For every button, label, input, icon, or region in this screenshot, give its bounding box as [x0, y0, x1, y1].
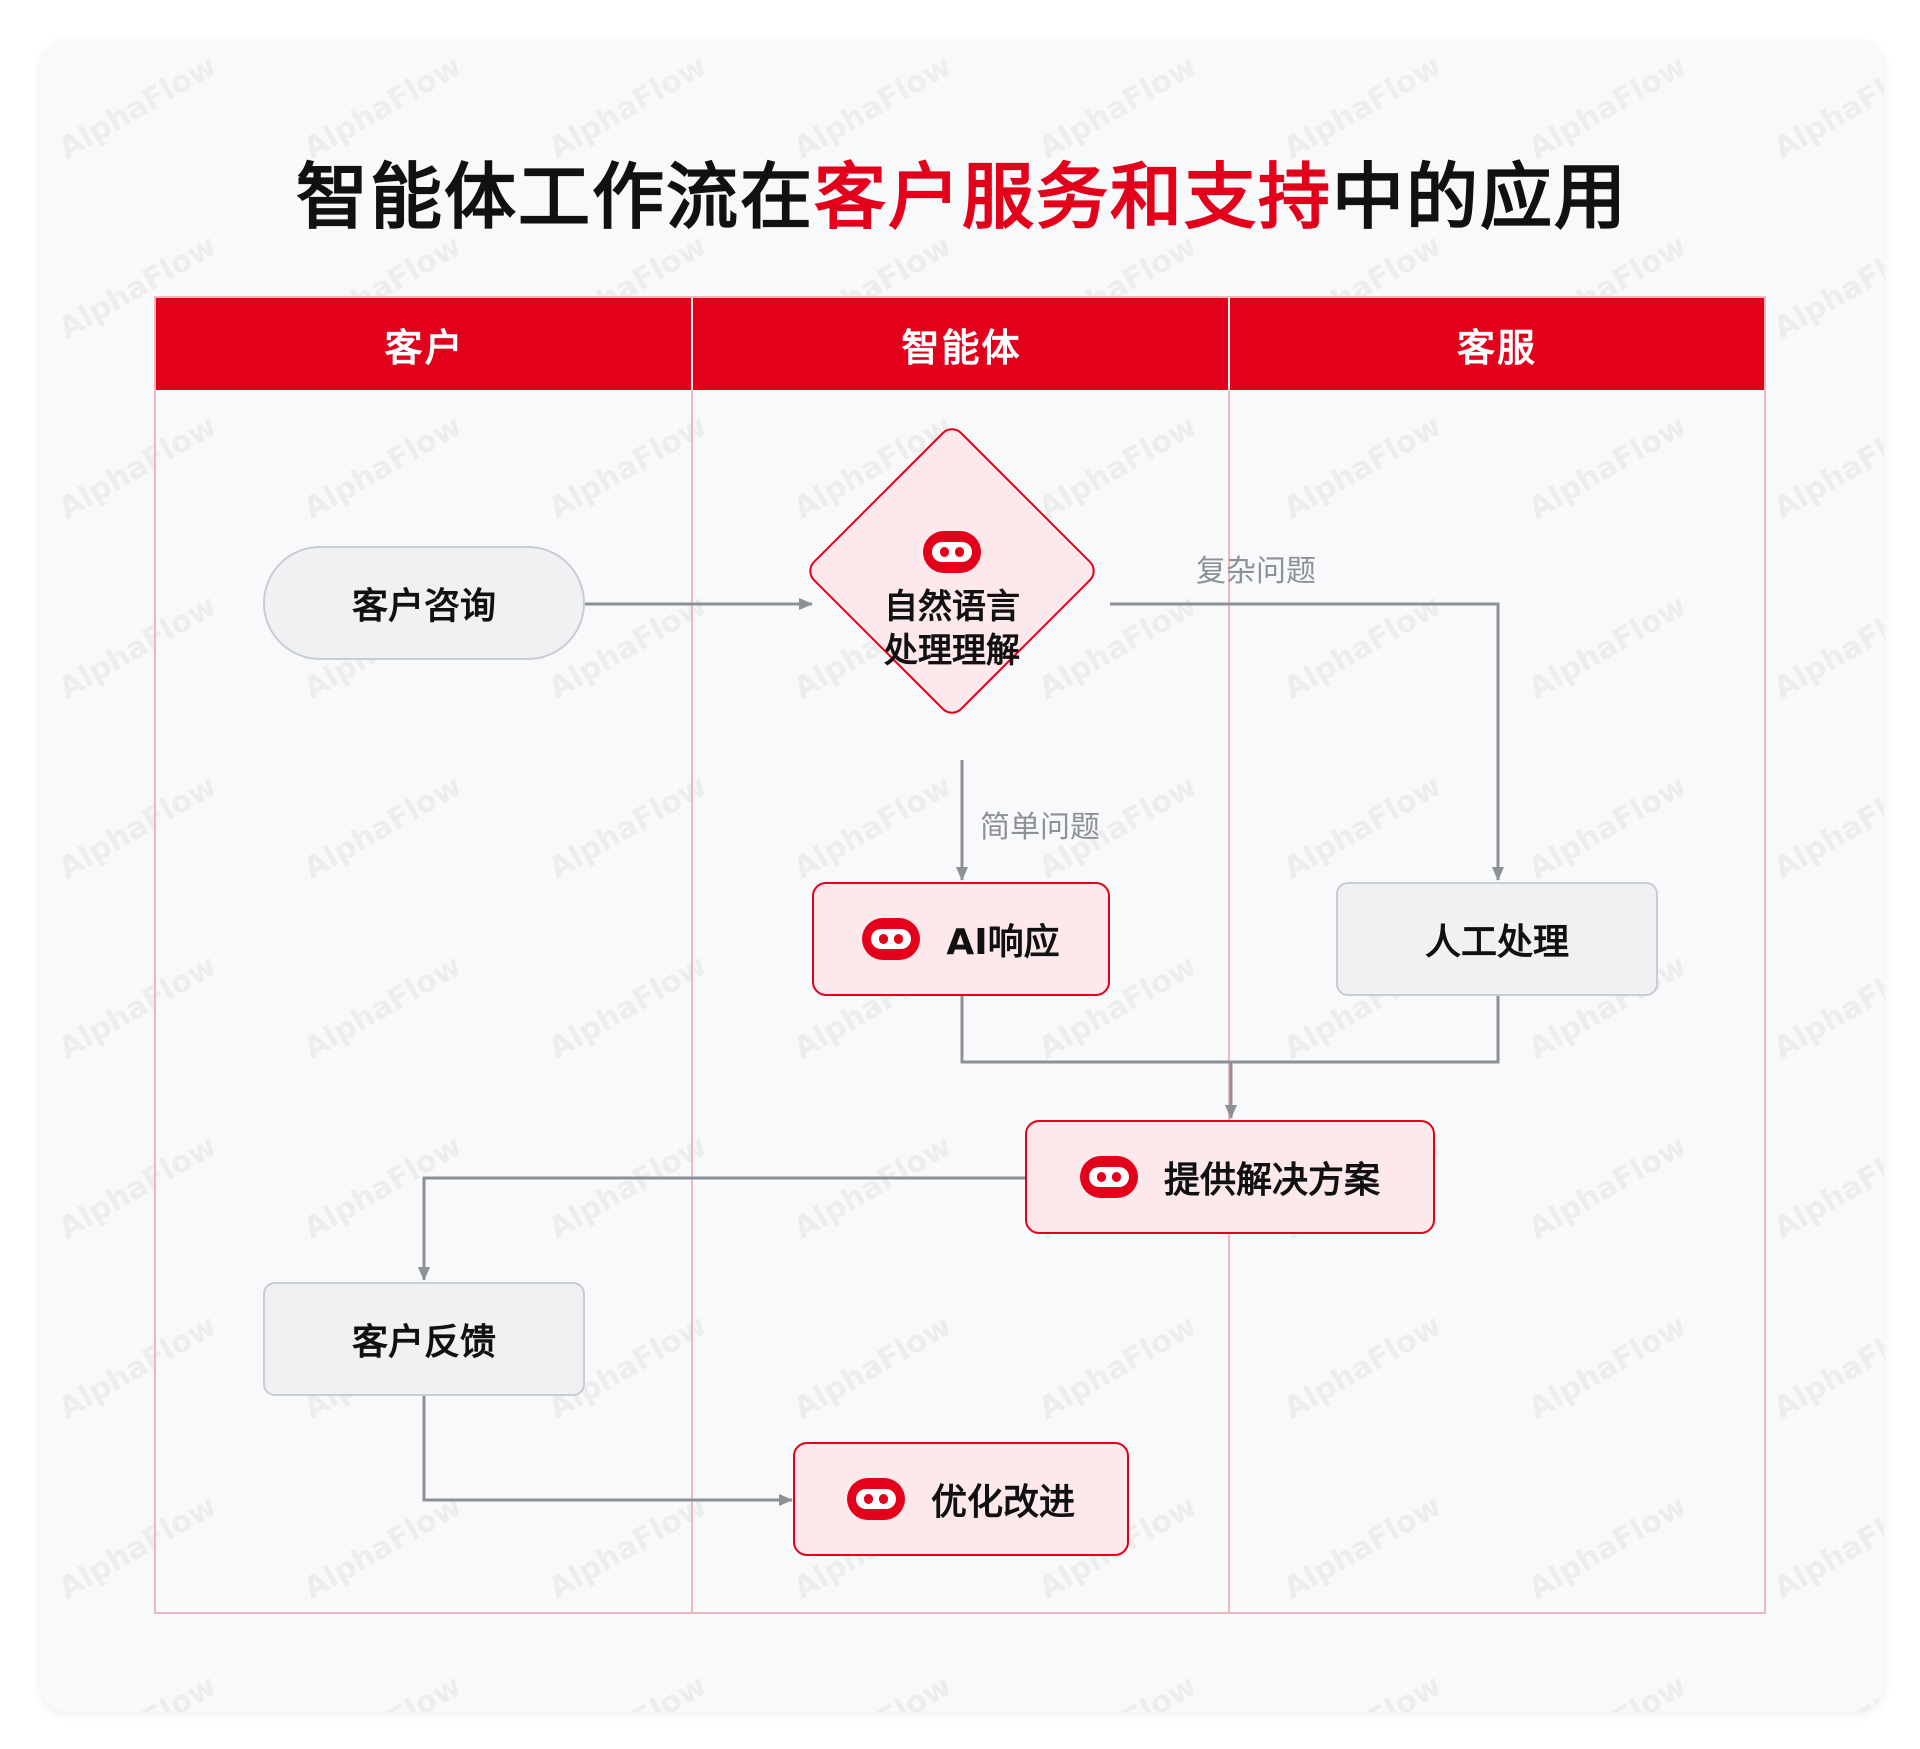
title-highlight: 客户服务和支持: [813, 155, 1332, 239]
robot-icon: [923, 530, 981, 573]
node-customer-inquiry[interactable]: 客户咨询: [263, 546, 585, 660]
node-label: 优化改进: [930, 1482, 1075, 1523]
lane-divider: [1228, 298, 1230, 1612]
node-label: 人工处理: [1424, 922, 1569, 963]
node-label-line1: 自然语言: [884, 586, 1020, 627]
connector-nlp-to-manual: [1110, 602, 1504, 881]
node-provide-solution[interactable]: 提供解决方案: [1025, 1120, 1435, 1234]
node-ai-response[interactable]: AI响应: [812, 882, 1110, 996]
node-optimize[interactable]: 优化改进: [793, 1442, 1129, 1556]
connector-solution-to-feedback: [418, 1176, 1025, 1281]
node-customer-feedback[interactable]: 客户反馈: [263, 1282, 585, 1396]
node-label: 客户咨询: [351, 586, 496, 627]
title-prefix: 智能体工作流在: [295, 155, 814, 239]
lane-header-divider: [1228, 298, 1230, 390]
swimlane-container: 客户 智能体 客服: [154, 296, 1766, 1614]
robot-icon: [1079, 1156, 1138, 1198]
lane-header-agent: 智能体: [693, 298, 1230, 390]
lane-header-service: 客服: [1230, 298, 1764, 390]
node-label: AI响应: [946, 922, 1060, 963]
connector-feedback-to-optimize: [422, 1396, 793, 1506]
lane-header-divider: [691, 298, 693, 390]
connector-ai-to-solution: [960, 996, 1237, 1119]
node-label-line2: 处理理解: [884, 631, 1020, 671]
node-manual-processing[interactable]: 人工处理: [1336, 882, 1658, 996]
title-suffix: 中的应用: [1332, 155, 1629, 239]
node-label: 提供解决方案: [1163, 1160, 1380, 1201]
edge-label-complex: 复杂问题: [1196, 554, 1316, 589]
robot-icon: [862, 918, 921, 960]
node-label: 客户反馈: [351, 1322, 496, 1363]
page-title: 智能体工作流在客户服务和支持中的应用: [40, 138, 1884, 243]
robot-icon: [846, 1478, 905, 1520]
edge-label-simple: 简单问题: [980, 810, 1100, 845]
lane-header-customer: 客户: [156, 298, 693, 390]
connector-manual-to-solution: [1231, 996, 1500, 1064]
node-nlp-content: 自然语言 处理理解: [812, 502, 1092, 702]
lane-divider: [691, 298, 693, 1612]
